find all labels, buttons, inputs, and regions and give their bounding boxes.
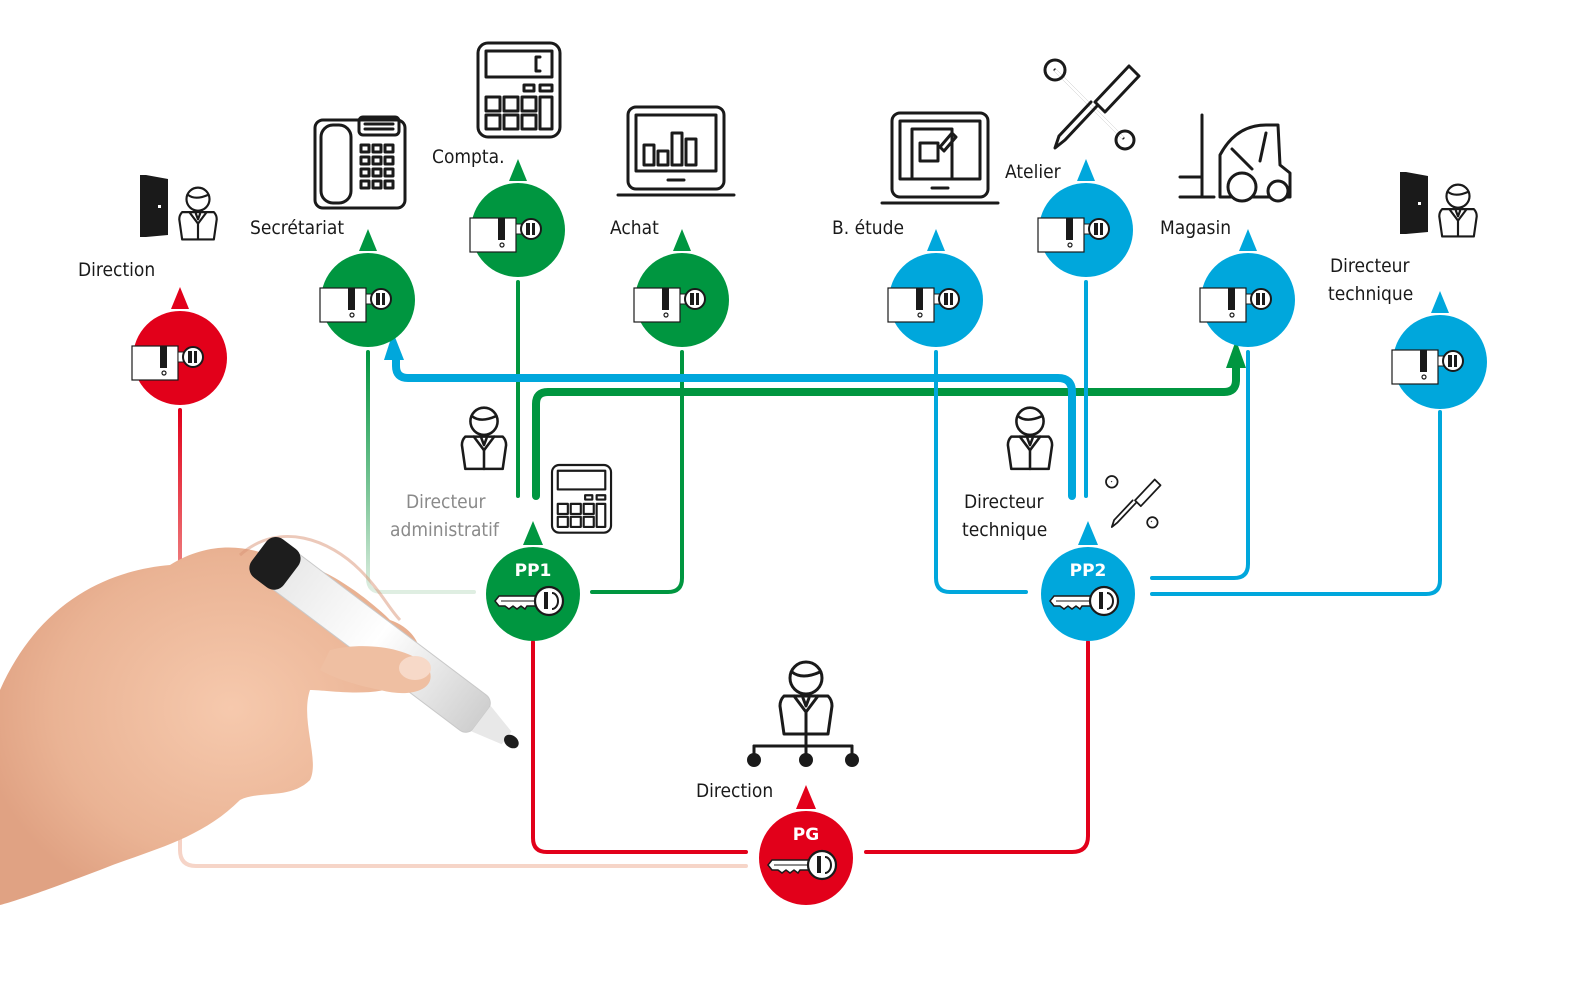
arrow-pp2-secretariat bbox=[384, 332, 404, 360]
master-key-label: PP2 bbox=[1070, 561, 1107, 581]
edge-pg-direction bbox=[178, 408, 748, 868]
edge-pp2-magasin bbox=[1150, 350, 1250, 580]
label-pp1-role-line1: Directeur bbox=[406, 491, 486, 513]
up-arrow-icon bbox=[359, 229, 377, 251]
up-arrow-icon bbox=[509, 159, 527, 181]
up-arrow-icon bbox=[171, 287, 189, 309]
up-arrow-icon bbox=[1239, 229, 1257, 251]
label-directeur-technique-line1: Directeur bbox=[1330, 255, 1410, 277]
calculator-icon-pp1 bbox=[550, 463, 613, 534]
label-pp2-role-line1: Directeur bbox=[964, 491, 1044, 513]
edge-pp1-secretariat bbox=[366, 350, 476, 594]
master-key-label: PG bbox=[793, 825, 819, 845]
laptop-chart-icon bbox=[616, 105, 736, 197]
up-arrow-icon bbox=[523, 521, 543, 545]
person-icon-pp2 bbox=[1006, 406, 1054, 471]
up-arrow-icon bbox=[1431, 291, 1449, 313]
label-atelier: Atelier bbox=[1005, 161, 1062, 183]
label-secretariat: Secrétariat bbox=[250, 217, 344, 239]
forklift-icon bbox=[1178, 113, 1292, 203]
arrow-pp1-magasin bbox=[1226, 340, 1246, 368]
edge-pg-pp2 bbox=[864, 640, 1090, 854]
up-arrow-icon bbox=[673, 229, 691, 251]
label-pp1-role-line2: administratif bbox=[390, 519, 500, 541]
laptop-design-icon bbox=[880, 111, 1000, 205]
up-arrow-icon bbox=[796, 785, 816, 809]
edge-pp1-achat bbox=[590, 350, 684, 594]
cylinder-node-atelier[interactable] bbox=[1037, 159, 1133, 277]
telephone-icon bbox=[313, 115, 407, 210]
cylinder-node-secretariat[interactable] bbox=[319, 229, 415, 347]
edge-pp2-directeur-technique bbox=[1150, 410, 1442, 596]
master-key-node-pp2[interactable]: PP2 bbox=[1041, 521, 1135, 641]
door-person-icon-tech bbox=[1400, 172, 1478, 238]
tools-icon bbox=[1043, 58, 1141, 151]
up-arrow-icon bbox=[927, 229, 945, 251]
cylinder-node-achat[interactable] bbox=[633, 229, 729, 347]
cylinder-node-magasin[interactable] bbox=[1199, 229, 1295, 347]
edge-pp1-magasin bbox=[532, 360, 1240, 500]
cylinder-node-compta[interactable] bbox=[469, 159, 565, 277]
label-directeur-technique-line2: technique bbox=[1328, 283, 1413, 305]
edge-pg-pp1 bbox=[531, 640, 748, 854]
labels: Direction Secrétariat Compta. Achat B. é… bbox=[78, 146, 1413, 802]
master-key-node-pp1[interactable]: PP1 bbox=[486, 521, 580, 641]
master-key-node-pg[interactable]: PG bbox=[759, 785, 853, 905]
org-chart-person-icon bbox=[747, 660, 859, 767]
up-arrow-icon bbox=[1077, 159, 1095, 181]
label-b-etude: B. étude bbox=[832, 217, 904, 239]
cylinder-node-direction[interactable] bbox=[131, 287, 227, 405]
label-pg-role: Direction bbox=[696, 780, 773, 802]
hand-holding-marker-photo bbox=[0, 534, 519, 905]
node-circle bbox=[1041, 547, 1135, 641]
node-circle bbox=[486, 547, 580, 641]
label-magasin: Magasin bbox=[1160, 217, 1231, 239]
master-key-label: PP1 bbox=[515, 561, 552, 581]
label-achat: Achat bbox=[610, 217, 659, 239]
cylinder-node-b-etude[interactable] bbox=[887, 229, 983, 347]
label-direction: Direction bbox=[78, 259, 155, 281]
cylinder-node-directeur-technique[interactable] bbox=[1391, 291, 1487, 409]
label-compta: Compta. bbox=[432, 146, 505, 168]
edge-pp2-secretariat bbox=[392, 352, 1076, 500]
person-icon-pp1 bbox=[460, 406, 508, 471]
tools-icon-pp2 bbox=[1105, 475, 1162, 529]
node-circle bbox=[759, 811, 853, 905]
calculator-icon bbox=[476, 41, 562, 139]
nodes-layer: PG PP1 PP2 bbox=[131, 159, 1487, 905]
door-person-icon bbox=[140, 175, 218, 241]
connection-lines bbox=[178, 280, 1442, 868]
label-pp2-role-line2: technique bbox=[962, 519, 1047, 541]
up-arrow-icon bbox=[1078, 521, 1098, 545]
edge-pp2-b-etude bbox=[934, 350, 1028, 594]
